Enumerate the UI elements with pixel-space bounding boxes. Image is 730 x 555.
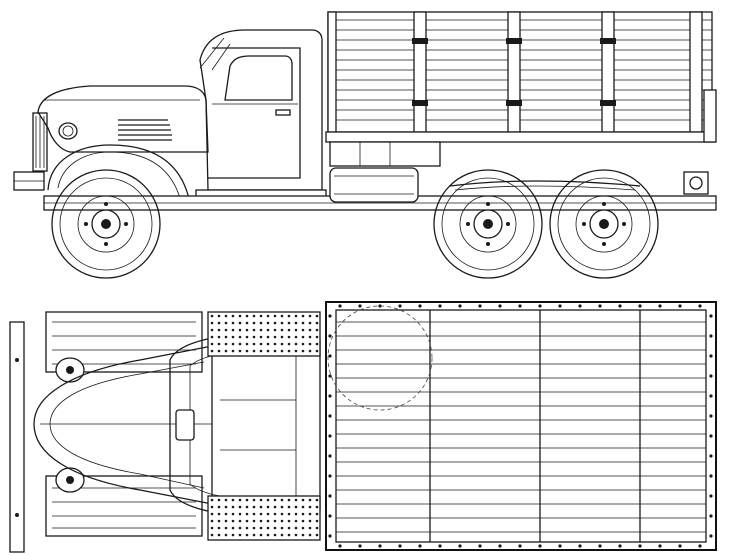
- cab-door: [208, 47, 301, 179]
- top-fender-upper: [45, 311, 203, 383]
- front-bumper: [13, 171, 45, 191]
- step-plate-lower: [207, 495, 321, 541]
- rear-wheel-2: [549, 169, 659, 279]
- top-cargo-bed: [325, 301, 717, 551]
- hood: [37, 85, 209, 153]
- cargo-bed: [325, 11, 717, 143]
- front-wheel: [51, 169, 161, 279]
- top-bumper: [9, 321, 25, 553]
- toolbox: [329, 141, 441, 167]
- cab-window: [224, 55, 293, 101]
- step-plate-upper: [207, 311, 321, 357]
- cab: [195, 29, 327, 201]
- fuel-tank: [329, 167, 419, 203]
- top-view: [9, 301, 717, 553]
- cab-vent: [175, 409, 195, 441]
- radiator-grille: [32, 112, 48, 172]
- headlight: [58, 122, 78, 140]
- hood-louvers: [118, 119, 172, 141]
- chassis-frame: [43, 141, 717, 211]
- side-view: [13, 11, 717, 279]
- top-bed-slats: [336, 321, 706, 533]
- spare-wheel-outline: [327, 305, 433, 411]
- top-fender-lower: [45, 467, 203, 537]
- front-fender: [47, 144, 189, 210]
- rear-wheel-1: [433, 169, 543, 279]
